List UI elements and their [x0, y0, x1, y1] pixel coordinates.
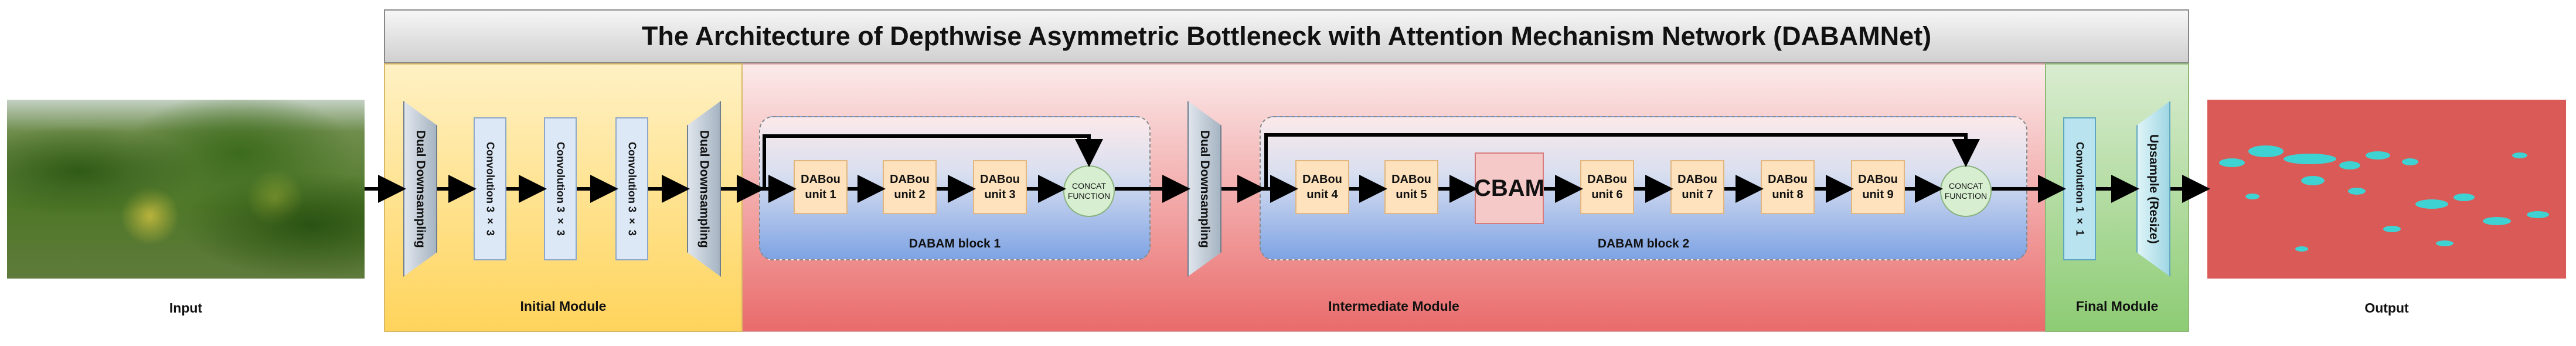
- dabam-block-2-label: DABAM block 2: [1597, 237, 1690, 250]
- concat-function-1: CONCAT FUNCTION: [1063, 165, 1115, 217]
- dabou-unit-2: DABou unit 2: [883, 160, 937, 214]
- cbam-attention: CBAM: [1474, 152, 1544, 224]
- convolution-3x3-3: Convolution 3 × 3: [615, 117, 648, 260]
- dabou-unit-1: DABou unit 1: [794, 160, 848, 214]
- dual-downsampling-3: Dual Downsampling: [1187, 101, 1221, 277]
- dabou-unit-5: DABou unit 5: [1384, 160, 1438, 214]
- skip-connection-2: [1264, 133, 1980, 189]
- dabou-unit-6: DABou unit 6: [1580, 160, 1634, 214]
- upsample-resize: Upsample (Resize): [2136, 101, 2170, 277]
- dabam-block-1-label: DABAM block 1: [908, 237, 1001, 250]
- dabou-unit-4: DABou unit 4: [1295, 160, 1349, 214]
- output-segmentation-image: [2207, 100, 2566, 279]
- initial-module-label: Initial Module: [520, 298, 607, 314]
- dabou-unit-3: DABou unit 3: [973, 160, 1027, 214]
- dabou-unit-8: DABou unit 8: [1761, 160, 1815, 214]
- input-caption: Input: [169, 300, 203, 316]
- intermediate-module-label: Intermediate Module: [1328, 298, 1459, 314]
- diagram-title: The Architecture of Depthwise Asymmetric…: [384, 9, 2189, 63]
- input-image: [7, 100, 365, 279]
- convolution-3x3-2: Convolution 3 × 3: [544, 117, 577, 260]
- dual-downsampling-1: Dual Downsampling: [403, 101, 437, 277]
- output-caption: Output: [2364, 300, 2409, 316]
- final-module-label: Final Module: [2075, 298, 2159, 314]
- skip-connection-1: [763, 134, 1103, 189]
